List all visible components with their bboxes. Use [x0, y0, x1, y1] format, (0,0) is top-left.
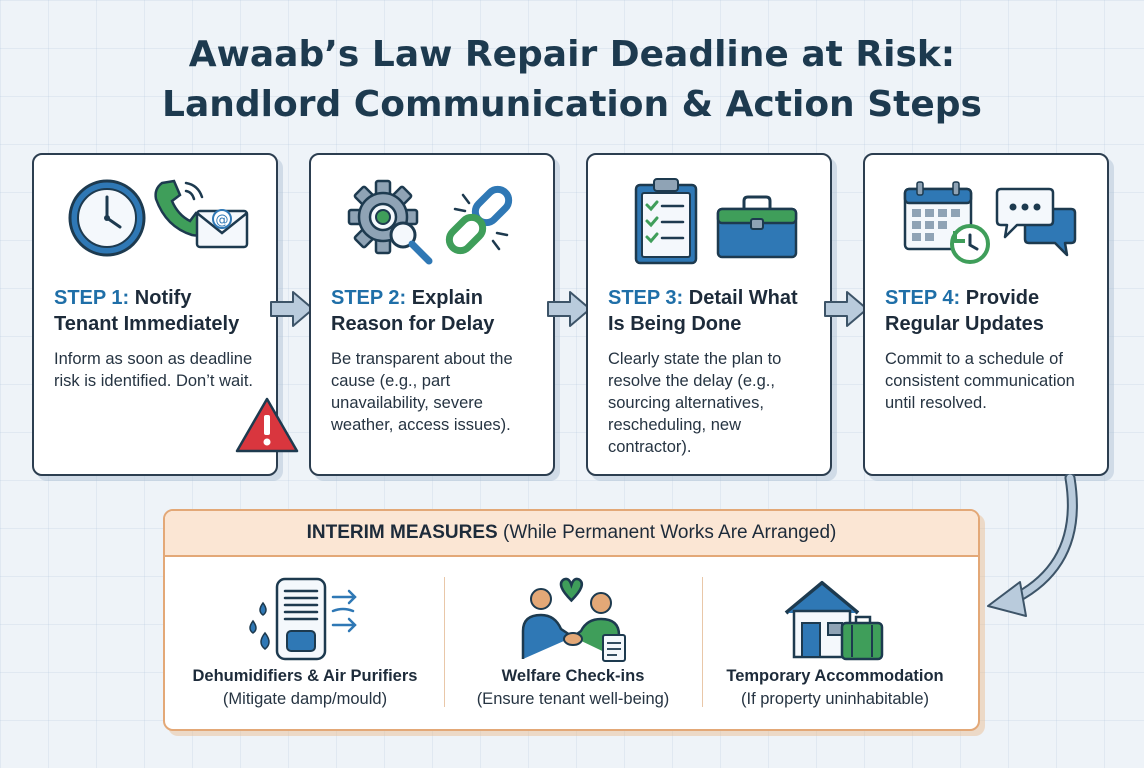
house-luggage-icon: [784, 581, 884, 661]
step-4-body: Commit to a schedule of consistent commu…: [885, 350, 1075, 412]
handshake-icon: [521, 577, 626, 662]
title-line-2: Landlord Communication & Action Steps: [162, 84, 982, 125]
measure-divider-1: [444, 577, 445, 707]
measure-temporary-accommodation: Temporary Accommodation (If property uni…: [699, 567, 971, 717]
step-1-heading-line-1: Notify: [134, 287, 192, 309]
warning-icon: [235, 397, 299, 453]
email-icon: @: [195, 209, 249, 249]
clipboard-checklist-icon: [634, 178, 698, 265]
step-4-label: STEP 4:: [885, 287, 961, 309]
step-1-label: STEP 1:: [54, 287, 130, 309]
interim-header: INTERIM MEASURES (While Permanent Works …: [165, 511, 978, 557]
step-3-icons: [588, 177, 830, 265]
svg-text:@: @: [216, 213, 229, 228]
curved-arrow-to-interim: [987, 474, 1078, 617]
measure-3-title: Temporary Accommodation: [726, 667, 944, 685]
step-1-icons: @: [34, 177, 276, 263]
measure-1-title: Dehumidifiers & Air Purifiers: [192, 667, 418, 685]
step-4-icons: [865, 177, 1107, 264]
step-4-heading-line-1: Provide: [965, 287, 1040, 309]
toolbox-icon: [716, 195, 798, 259]
arrow-step-1-to-2: [270, 291, 314, 327]
arrow-step-2-to-3: [547, 291, 591, 327]
step-1-heading: STEP 1: Notify Tenant Immediately: [54, 285, 274, 337]
clock-icon: [68, 179, 146, 257]
broken-chain-icon: [445, 185, 513, 255]
gear-icon: [347, 179, 433, 265]
dehumidifier-icon: [249, 577, 357, 661]
step-3-body: Clearly state the plan to resolve the de…: [608, 350, 782, 456]
step-1-card: @ STEP 1: Notify Tenant Immediately Info…: [32, 153, 299, 476]
page-title: Awaab’s Law Repair Deadline at Risk: Lan…: [0, 30, 1144, 130]
title-line-1: Awaab’s Law Repair Deadline at Risk:: [188, 34, 956, 75]
refresh-icon: [950, 224, 990, 264]
measure-1-subtitle: (Mitigate damp/mould): [222, 690, 388, 708]
step-3-heading-line-1: Detail What: [688, 287, 798, 309]
step-4-heading-line-2: Regular Updates: [885, 313, 1044, 335]
interim-title-rest: (While Permanent Works Are Arranged): [503, 522, 837, 543]
step-2-card: STEP 2: Explain Reason for Delay Be tran…: [309, 153, 555, 476]
measure-dehumidifiers: Dehumidifiers & Air Purifiers (Mitigate …: [169, 567, 441, 717]
step-2-heading-line-2: Reason for Delay: [331, 313, 495, 335]
step-3-heading-line-2: Is Being Done: [608, 313, 742, 335]
arrow-step-3-to-4: [824, 291, 868, 327]
measure-3-subtitle: (If property uninhabitable): [740, 690, 930, 708]
step-2-icons: [311, 177, 553, 265]
step-3-heading: STEP 3: Detail What Is Being Done: [608, 285, 828, 337]
step-4-heading: STEP 4: Provide Regular Updates: [885, 285, 1105, 337]
measure-2-subtitle: (Ensure tenant well-being): [476, 690, 670, 708]
measure-divider-2: [702, 577, 703, 707]
step-4-card: STEP 4: Provide Regular Updates Commit t…: [863, 153, 1109, 476]
step-2-label: STEP 2:: [331, 287, 407, 309]
measure-2-title: Welfare Check-ins: [501, 667, 645, 685]
step-3-card: STEP 3: Detail What Is Being Done Clearl…: [586, 153, 832, 476]
step-1-heading-line-2: Tenant Immediately: [54, 313, 240, 335]
step-3-label: STEP 3:: [608, 287, 684, 309]
chat-bubbles-icon: [995, 187, 1077, 257]
step-2-heading-line-1: Explain: [411, 287, 483, 309]
interim-measures-panel: INTERIM MEASURES (While Permanent Works …: [163, 509, 980, 731]
interim-title-bold: INTERIM MEASURES: [306, 522, 498, 543]
step-1-body: Inform as soon as deadline risk is ident…: [54, 350, 253, 390]
step-2-body: Be transparent about the cause (e.g., pa…: [331, 350, 513, 434]
measure-welfare-checkins: Welfare Check-ins (Ensure tenant well-be…: [437, 567, 709, 717]
step-2-heading: STEP 2: Explain Reason for Delay: [331, 285, 551, 337]
